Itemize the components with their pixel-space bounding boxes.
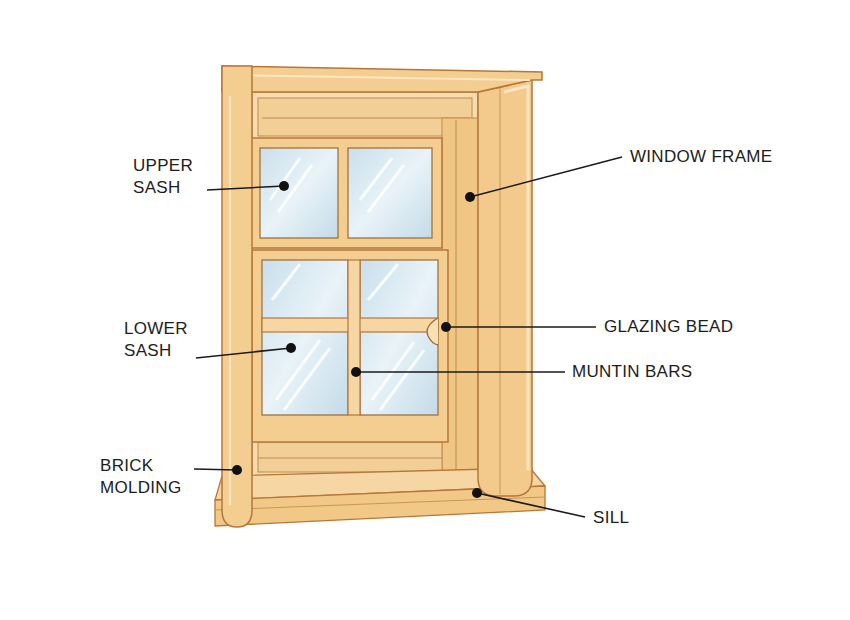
brick-molding-part [222, 66, 252, 527]
window-frame-part [504, 86, 528, 470]
frame-interior-part [258, 98, 472, 136]
frame-interior-part [252, 92, 478, 484]
part-label-box: SILL [593, 507, 629, 529]
leader-dots-part [441, 322, 451, 332]
leader-lines-part [470, 157, 622, 197]
brick-molding-part [229, 96, 231, 505]
part-label: GLAZING BEAD [604, 316, 733, 338]
frame-interior-part [262, 118, 470, 119]
leader-lines-part [477, 493, 585, 517]
part-label-box: WINDOW FRAME [630, 146, 772, 168]
upper-sash [250, 138, 442, 248]
leader-dots-part [472, 488, 482, 498]
lower-sash-part [360, 260, 438, 415]
leader-dots-part [286, 343, 296, 353]
leader-lines-part [356, 371, 565, 373]
leader-lines [194, 157, 622, 517]
part-label: MUNTIN BARS [572, 361, 692, 383]
muntin-bars [262, 260, 438, 415]
window-frame-part [478, 80, 532, 496]
sill-part [215, 497, 545, 510]
window-frame-part [500, 88, 501, 494]
frame-interior-part [456, 120, 457, 476]
part-label: BRICK MOLDING [100, 455, 192, 499]
leader-dots-part [465, 192, 475, 202]
brick-molding-part [230, 75, 530, 80]
glazing-bead-part [427, 318, 438, 345]
part-label: UPPER SASH [133, 155, 211, 199]
part-label: LOWER SASH [124, 318, 194, 362]
leader-lines-part [196, 348, 291, 358]
muntin-bars-part [348, 260, 360, 415]
part-label: WINDOW FRAME [630, 146, 772, 168]
leader-dots-part [351, 367, 361, 377]
frame-interior [252, 92, 478, 484]
part-label-box: BRICK MOLDING [100, 455, 192, 499]
part-label-box: LOWER SASH [124, 318, 194, 362]
part-label: SILL [593, 507, 629, 529]
frame-interior-part [258, 442, 442, 472]
upper-sash-part [250, 138, 442, 248]
part-label-box: GLAZING BEAD [604, 316, 733, 338]
leader-lines-part [207, 186, 284, 190]
part-label-box: MUNTIN BARS [572, 361, 692, 383]
leader-dots-part [279, 181, 289, 191]
brick-molding-part [222, 66, 542, 92]
glazing-bead [427, 318, 438, 345]
brick-molding [222, 66, 542, 527]
leader-dots [232, 181, 482, 498]
leader-lines-part [446, 326, 596, 328]
part-label-box: UPPER SASH [133, 155, 211, 199]
lower-sash-part [252, 250, 448, 442]
leader-dots-part [232, 465, 242, 475]
upper-sash-part [270, 158, 404, 212]
lower-sash-part [262, 260, 348, 415]
window-frame [478, 80, 532, 496]
frame-interior-part [258, 458, 442, 459]
leader-lines-part [194, 469, 237, 470]
lower-sash [252, 250, 448, 442]
